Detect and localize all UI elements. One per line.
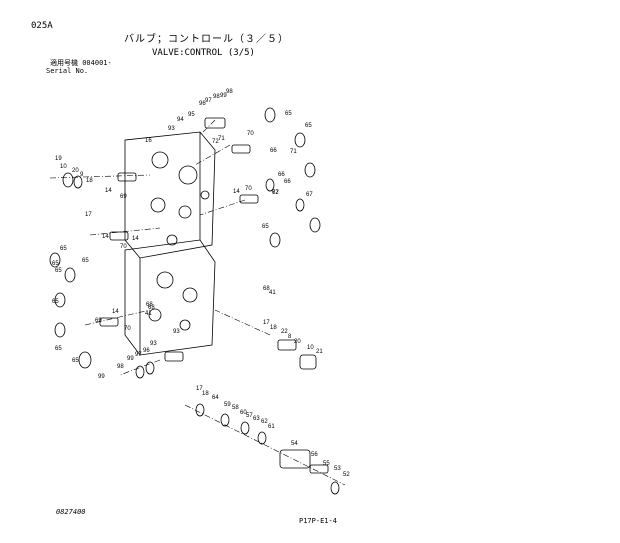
callout-number: 65 — [52, 299, 59, 305]
callout-number: 65 — [55, 346, 62, 352]
callout-number: 68 — [148, 305, 155, 311]
callout-number: 70 — [247, 131, 254, 137]
callout-number: 55 — [323, 461, 330, 467]
callout-number: 10 — [60, 164, 67, 170]
serial-label-japanese: 適用号機 004001- — [50, 59, 112, 67]
callout-number: 99 — [220, 93, 227, 99]
callout-number: 93 — [168, 126, 175, 132]
callout-number: 65 — [285, 111, 292, 117]
callout-number: 21 — [316, 349, 323, 355]
callout-number: 8 — [288, 334, 292, 340]
callout-number: 97 — [135, 352, 142, 358]
callout-number: 94 — [177, 117, 184, 123]
callout-number: 65 — [305, 123, 312, 129]
callout-number: 14 — [105, 188, 112, 194]
callout-number: 95 — [188, 112, 195, 118]
valve-ports — [148, 151, 210, 331]
callout-number: 54 — [291, 441, 298, 447]
title-japanese: バルブ；コントロール（３／５） — [124, 34, 289, 45]
callout-number: 65 — [262, 224, 269, 230]
callout-number: 62 — [261, 419, 268, 425]
callout-number: 22 — [281, 329, 288, 335]
callout-number: 72 — [212, 139, 219, 145]
callout-number: 96 — [143, 348, 150, 354]
page-code: 025A — [31, 21, 53, 31]
callout-number: 98 — [213, 94, 220, 100]
callout-number: 19 — [55, 156, 62, 162]
callout-number: 97 — [205, 98, 212, 104]
callout-number: 57 — [246, 413, 253, 419]
callout-number: 63 — [253, 416, 260, 422]
callout-number: 99 — [127, 356, 134, 362]
valve-body-edge — [139, 132, 201, 355]
callout-number: 68 — [263, 286, 270, 292]
callout-number: 14 — [102, 234, 109, 240]
callout-number: 20 — [72, 168, 79, 174]
callout-number: 65 — [72, 358, 79, 364]
callout-number: 41 — [269, 290, 276, 296]
callout-number: 72 — [272, 190, 279, 196]
callout-number: 65 — [60, 246, 67, 252]
document-number: 0827400 — [56, 508, 86, 516]
callout-number: 93 — [150, 341, 157, 347]
callout-number: 99 — [98, 374, 105, 380]
callout-number: 18 — [202, 391, 209, 397]
callout-number: 10 — [307, 345, 314, 351]
callout-number: 65 — [52, 261, 59, 267]
o-rings — [49, 107, 340, 495]
callout-number: 66 — [270, 148, 277, 154]
callout-number: 14 — [112, 309, 119, 315]
callout-number: 66 — [278, 172, 285, 178]
callout-number: 96 — [199, 101, 206, 107]
callout-number: 66 — [284, 179, 291, 185]
callout-number: 41 — [145, 311, 152, 317]
callout-number: 9 — [80, 172, 84, 178]
leader-lines — [49, 119, 346, 486]
callout-number: 71 — [290, 149, 297, 155]
callout-number: 70 — [120, 244, 127, 250]
callout-number: 56 — [311, 452, 318, 458]
callout-number: 18 — [270, 325, 277, 331]
callout-number: 69 — [120, 194, 127, 200]
callout-number: 65 — [82, 258, 89, 264]
callout-number: 17 — [85, 212, 92, 218]
callout-number: 18 — [86, 178, 93, 184]
callout-number: 52 — [343, 472, 350, 478]
springs — [99, 117, 329, 474]
callout-number: 14 — [132, 236, 139, 242]
callout-number: 20 — [294, 339, 301, 345]
callout-number: 71 — [218, 136, 225, 142]
callout-number: 61 — [268, 424, 275, 430]
callout-number: 98 — [226, 89, 233, 95]
callout-number: 93 — [173, 329, 180, 335]
callout-number: 59 — [224, 402, 231, 408]
callout-number: 16 — [145, 138, 152, 144]
callout-number: 60 — [240, 410, 247, 416]
callout-number: 58 — [232, 405, 239, 411]
callout-number: 67 — [306, 192, 313, 198]
callout-number: 69 — [95, 318, 102, 324]
callout-number: 17 — [263, 320, 270, 326]
callout-number: 70 — [245, 186, 252, 192]
callout-number: 53 — [334, 466, 341, 472]
figure-reference: P17P-E1-4 — [299, 517, 337, 525]
callout-number: 64 — [212, 395, 219, 401]
callout-number: 67 — [272, 190, 279, 196]
callout-number: 68 — [146, 302, 153, 308]
callout-number: 70 — [124, 326, 131, 332]
serial-label-english: Serial No. — [46, 67, 89, 75]
callout-number: 14 — [233, 189, 240, 195]
title-english: VALVE:CONTROL (3/5) — [152, 48, 255, 58]
callout-number: 17 — [196, 386, 203, 392]
callout-number: 65 — [55, 268, 62, 274]
callout-number: 98 — [117, 364, 124, 370]
